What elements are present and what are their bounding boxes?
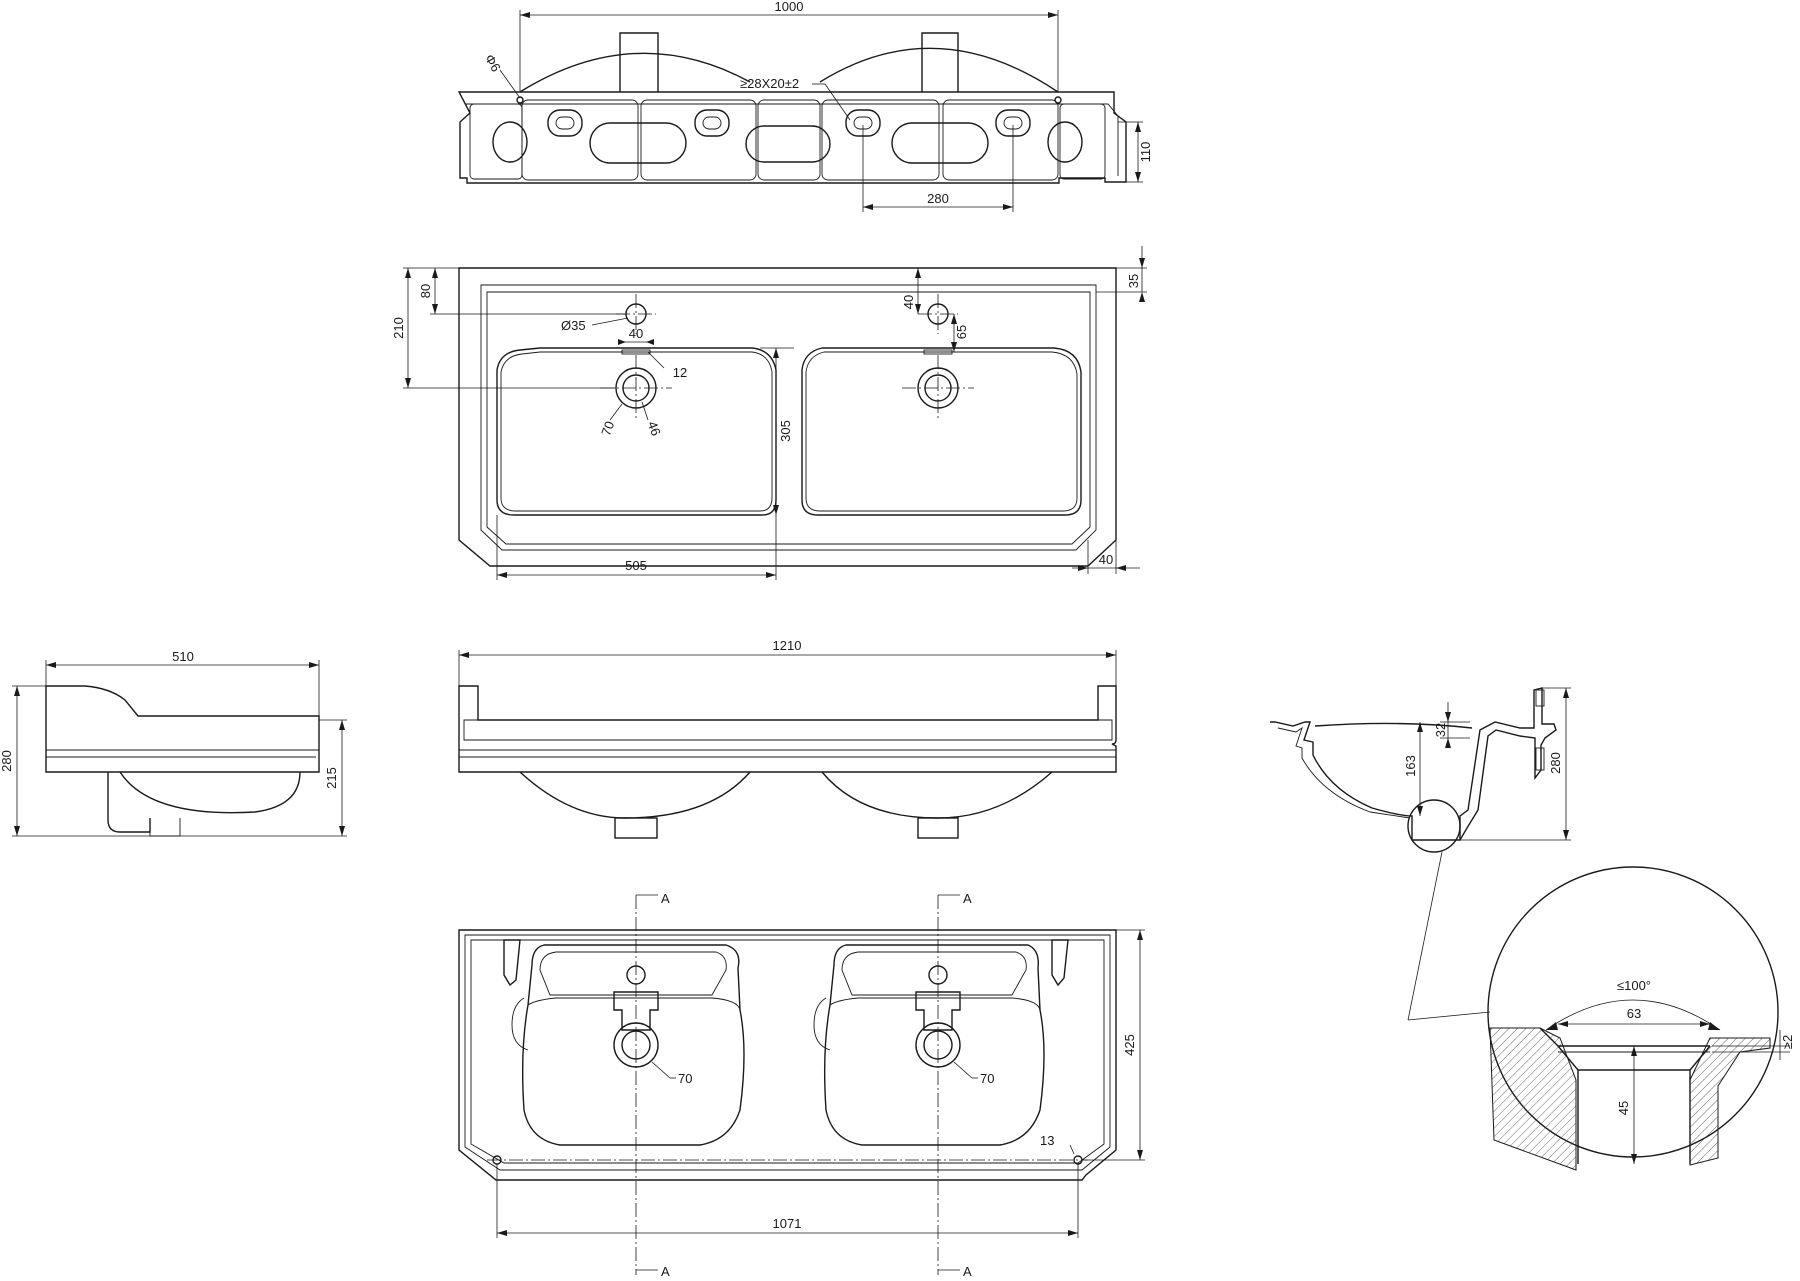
top-dim-overflow-outer: 70 xyxy=(598,419,617,438)
top-dim-bowl-depth: 305 xyxy=(778,420,793,442)
top-dim-tap-offset: 80 xyxy=(418,284,433,298)
section-dim-rim: 32 xyxy=(1433,723,1448,737)
section-mark-left-bottom: A xyxy=(661,1264,670,1279)
top-dim-tap-hole: Ø35 xyxy=(561,318,586,333)
top-dim-bowl-width: 505 xyxy=(625,558,647,573)
side-dim-depth: 510 xyxy=(172,649,194,664)
detail-dim-step: ≥2 xyxy=(1780,1035,1795,1049)
detail-dim-diameter: 63 xyxy=(1627,1006,1641,1021)
bottom-dim-depth: 425 xyxy=(1122,1034,1137,1056)
top-dim-corner: 40 xyxy=(1099,552,1113,567)
top-dim-overflow-offset: 65 xyxy=(954,325,969,339)
side-view: 510 280 215 xyxy=(0,649,347,837)
top-dim-waste-offset: 210 xyxy=(391,317,406,339)
rear-dim-slot-spacing: 280 xyxy=(927,191,949,206)
top-dim-rim: 35 xyxy=(1126,274,1141,288)
rear-dim-slot: ≥28X20±2 xyxy=(740,76,799,91)
top-dim-wall: 12 xyxy=(673,365,687,380)
section-dim-height: 280 xyxy=(1548,752,1563,774)
detail-dim-depth: 45 xyxy=(1616,1101,1631,1115)
bottom-dim-fixing-spacing: 1071 xyxy=(773,1216,802,1231)
bottom-dim-waste-left: 70 xyxy=(678,1071,692,1086)
top-dim-tap-offset-right: 40 xyxy=(901,295,916,309)
slot-1 xyxy=(547,109,583,137)
top-view: 80 210 Ø35 40 12 70 46 305 505 xyxy=(391,246,1147,580)
top-dim-overflow-inner: 46 xyxy=(645,419,664,438)
section-mark-right-top: A xyxy=(963,891,972,906)
detail-view: ≤100° 63 45 ≥2 xyxy=(1487,866,1795,1171)
top-dim-tap-hole-width: 40 xyxy=(629,326,643,341)
front-view: 1210 xyxy=(458,638,1117,839)
slot-2 xyxy=(694,109,730,137)
bottom-view: A A A A 70 70 13 425 1071 xyxy=(458,891,1145,1279)
section-mark-right-bottom: A xyxy=(963,1264,972,1279)
detail-dim-angle: ≤100° xyxy=(1617,978,1651,993)
section-mark-left-top: A xyxy=(661,891,670,906)
bottom-dim-fixing-hole: 13 xyxy=(1040,1133,1054,1148)
front-dim-width: 1210 xyxy=(773,638,802,653)
side-dim-rim-height: 215 xyxy=(324,767,339,789)
section-dim-bowl-depth: 163 xyxy=(1403,755,1418,777)
rear-dim-width: 1000 xyxy=(775,0,804,14)
rear-view: 1000 Φ6 ≥28X20±2 280 110 xyxy=(457,0,1153,212)
section-view: 32 163 280 xyxy=(1270,687,1571,1021)
rear-dim-depth: 110 xyxy=(1138,142,1153,163)
side-dim-height: 280 xyxy=(0,750,14,772)
bottom-dim-waste-right: 70 xyxy=(980,1071,994,1086)
